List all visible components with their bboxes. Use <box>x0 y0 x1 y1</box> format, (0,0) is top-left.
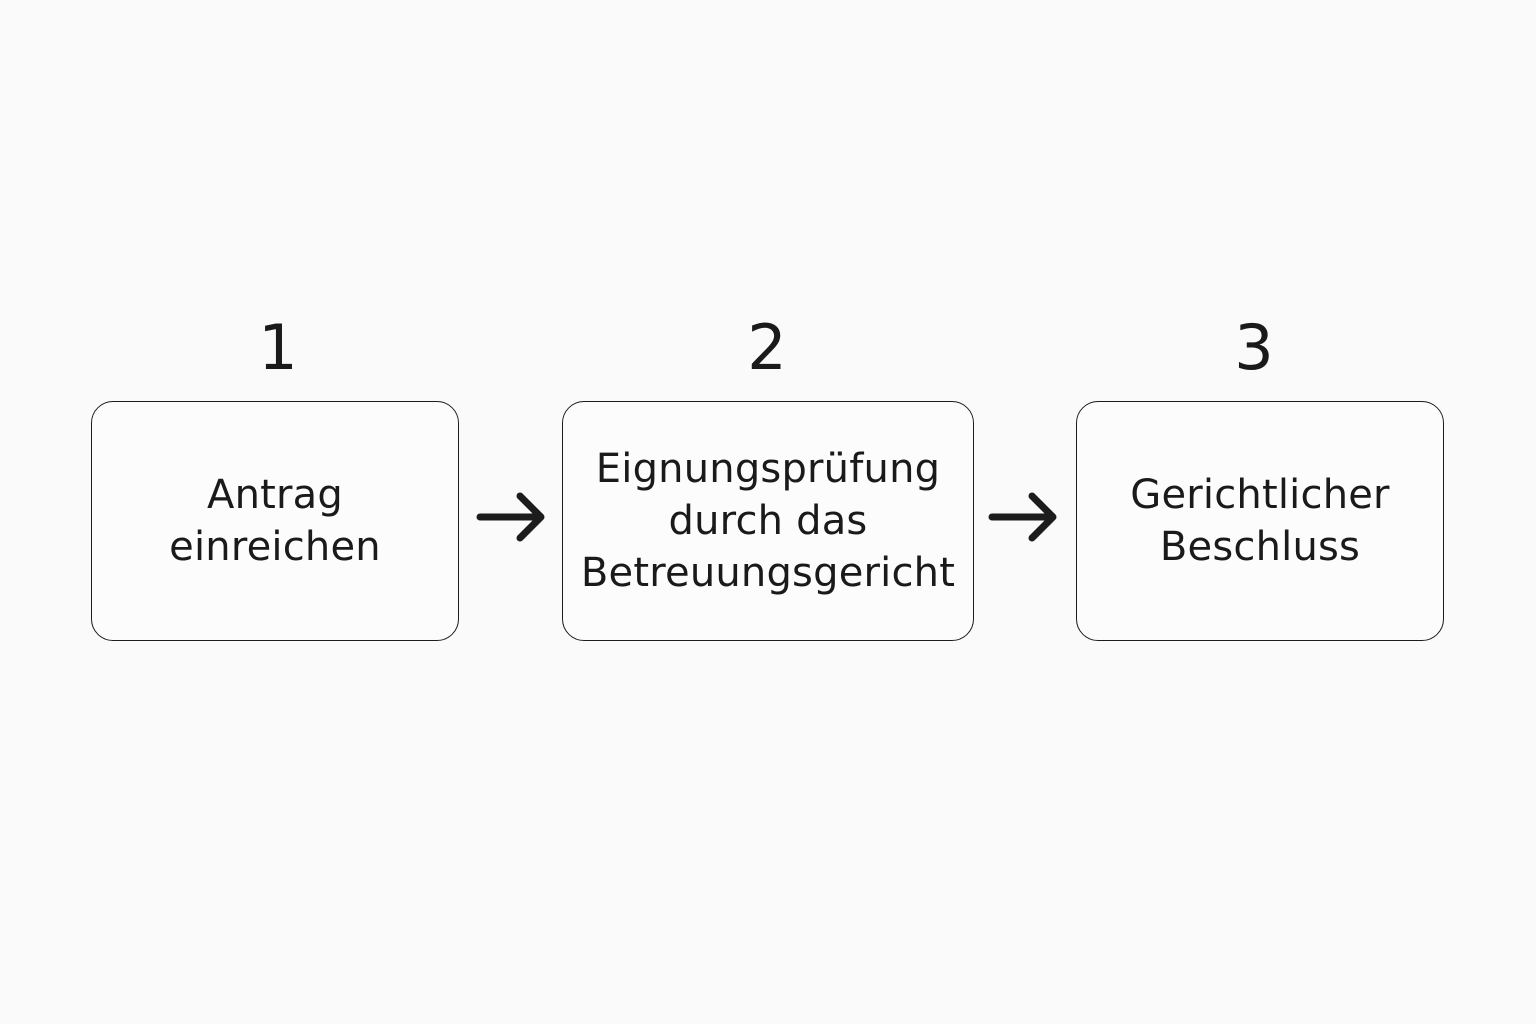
arrow-right-icon <box>988 492 1057 542</box>
step-2-box: Eignungsprüfung durch das Betreuungsgeri… <box>562 401 974 641</box>
step-3-number: 3 <box>1234 311 1274 384</box>
arrow-right-icon <box>476 492 545 542</box>
step-1-label: Antrag einreichen <box>169 472 381 570</box>
step-2-label: Eignungsprüfung durch das Betreuungsgeri… <box>580 446 956 596</box>
step-2-number: 2 <box>747 311 787 384</box>
step-3-label: Gerichtlicher Beschluss <box>1130 472 1390 570</box>
step-1-box: Antrag einreichen <box>91 401 459 641</box>
step-3-box: Gerichtlicher Beschluss <box>1076 401 1444 641</box>
step-1-number: 1 <box>258 311 298 384</box>
